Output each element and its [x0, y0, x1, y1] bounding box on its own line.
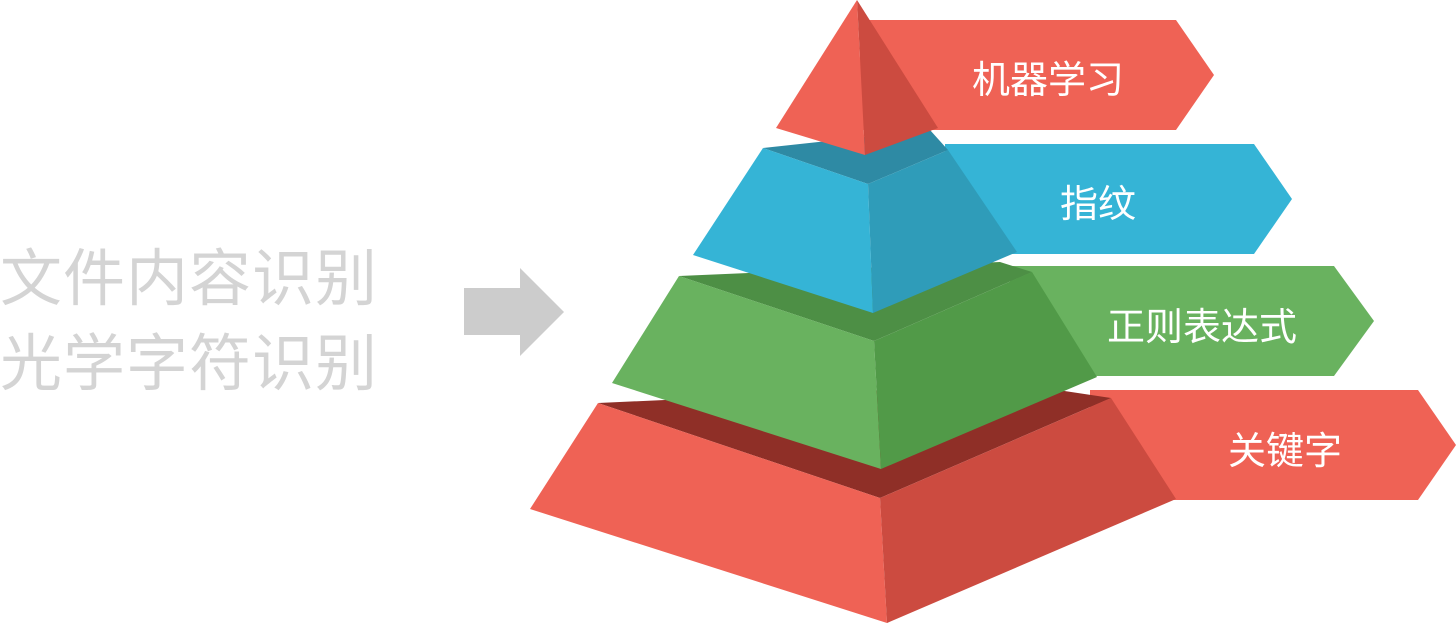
pyramid-layer-keyword-left-face — [530, 403, 887, 623]
tag-fingerprint-label: 指纹 — [1060, 182, 1136, 226]
tag-keyword: 关键字 — [1090, 390, 1456, 500]
pyramid-layer-regex-left-face — [612, 276, 881, 469]
pyramid-layer-machine-learning — [776, 0, 938, 155]
pyramid-layer-keyword-right-face — [880, 398, 1176, 623]
pyramid-layer-regex-right-face — [874, 272, 1097, 469]
tag-regex-label: 正则表达式 — [1107, 305, 1297, 349]
tag-regex: 正则表达式 — [1010, 266, 1374, 376]
pyramid-layer-fingerprint-top — [763, 130, 948, 184]
tag-fingerprint-shape — [945, 144, 1292, 254]
tag-keyword-label: 关键字 — [1228, 429, 1342, 473]
tag-machine-learning-label: 机器学习 — [972, 58, 1124, 102]
left-text-line-2: 光学字符识别 — [0, 327, 378, 400]
left-text-block: 文件内容识别 光学字符识别 — [0, 242, 378, 400]
tag-fingerprint: 指纹 — [945, 144, 1292, 254]
left-text-line-1: 文件内容识别 — [0, 242, 378, 315]
pyramid-layer-fingerprint-left-face — [693, 148, 873, 313]
tag-keyword-shape — [1090, 390, 1456, 500]
tag-regex-shape — [1010, 266, 1374, 376]
tag-machine-learning: 机器学习 — [860, 20, 1214, 130]
pyramid-layer-fingerprint — [693, 130, 1017, 313]
pyramid-layer-fingerprint-right-face — [868, 150, 1017, 313]
pyramid-layer-machine-learning-left-face — [776, 0, 865, 155]
right-arrow-icon — [464, 268, 564, 356]
pyramid — [530, 0, 1176, 623]
tag-machine-learning-shape — [860, 20, 1214, 130]
pyramid-layer-machine-learning-right-face — [857, 0, 938, 155]
label-tags: 机器学习 指纹 正则表达式 关键字 — [860, 20, 1456, 500]
